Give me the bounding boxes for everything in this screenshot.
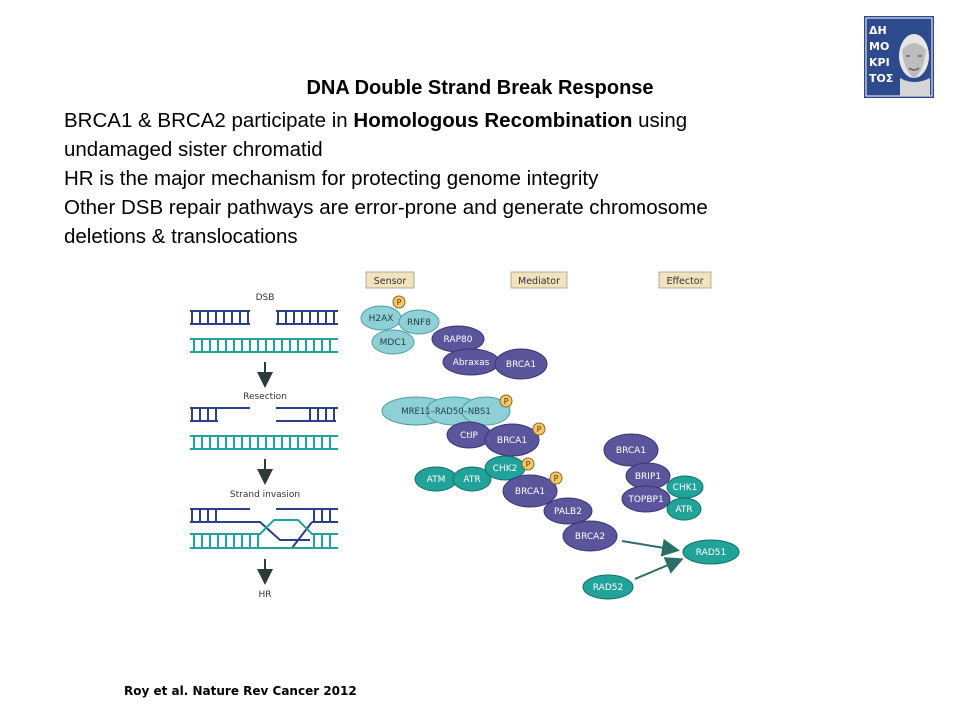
protein-palb2 — [543, 497, 593, 525]
header-mediator: Mediator — [518, 276, 560, 287]
step-label-hr: HR — [258, 590, 271, 600]
logo-letters-2: ΜΟ — [869, 40, 889, 53]
column-headers: Sensor Mediator Effector — [365, 271, 712, 289]
svg-text:CHK2: CHK2 — [493, 464, 518, 474]
svg-text:MRE11–RAD50–NBS1: MRE11–RAD50–NBS1 — [401, 407, 491, 417]
phospho-marker — [549, 471, 563, 485]
line1-pre: BRCA1 & BRCA2 participate in — [64, 109, 354, 132]
phospho-marker — [392, 295, 406, 309]
dna-repair-steps: DSB Resection Strand invasion — [190, 293, 338, 600]
svg-text:BRCA2: BRCA2 — [575, 532, 605, 542]
logo-letters-3: ΚΡΙ — [869, 56, 890, 69]
svg-text:BRIP1: BRIP1 — [635, 472, 661, 482]
svg-text:CtIP: CtIP — [460, 431, 478, 441]
protein-mdc1 — [371, 329, 415, 355]
citation: Roy et al. Nature Rev Cancer 2012 — [124, 684, 357, 698]
logo-letters-4: ΤΟΣ — [869, 72, 893, 85]
svg-text:P: P — [554, 474, 559, 483]
bullet-text: BRCA1 & BRCA2 participate in Homologous … — [64, 106, 864, 251]
phospho-marker — [532, 422, 546, 436]
svg-text:P: P — [504, 397, 509, 406]
protein-brca1-c — [502, 474, 558, 508]
svg-text:ATM: ATM — [427, 475, 446, 485]
protein-topbp1 — [621, 485, 671, 513]
svg-text:PALB2: PALB2 — [554, 507, 582, 517]
svg-text:P: P — [526, 460, 531, 469]
protein-rad51 — [682, 539, 740, 565]
svg-text:P: P — [537, 425, 542, 434]
protein-brca1-d — [603, 433, 659, 467]
protein-atr-b — [666, 497, 702, 521]
effector-header-box — [658, 271, 712, 289]
step-label-resection: Resection — [243, 392, 287, 402]
step-label-strand-invasion: Strand invasion — [230, 490, 300, 500]
header-sensor: Sensor — [374, 276, 407, 287]
svg-text:RAP80: RAP80 — [444, 335, 473, 345]
arrow-up-right-icon — [634, 557, 684, 580]
svg-text:BRCA1: BRCA1 — [497, 436, 527, 446]
svg-text:P: P — [397, 298, 402, 307]
svg-text:RAD52: RAD52 — [593, 583, 623, 593]
logo-letters-1: ΔΗ — [869, 24, 887, 37]
mediator-header-box — [510, 271, 568, 289]
line1-bold: Homologous Recombination — [353, 109, 633, 132]
svg-text:RNF8: RNF8 — [407, 318, 431, 328]
protein-rad52 — [582, 574, 634, 600]
dsb-pathway-figure: DSB Resection Strand invasion — [190, 271, 740, 600]
text-line-5: deletions & translocations — [64, 225, 298, 248]
sensor-header-box — [365, 271, 415, 289]
svg-text:BRCA1: BRCA1 — [616, 446, 646, 456]
svg-text:RAD51: RAD51 — [696, 548, 726, 558]
bust-portrait-icon — [899, 34, 930, 96]
arrow-right-icon — [621, 538, 680, 557]
svg-text:MDC1: MDC1 — [380, 338, 407, 348]
text-line-3: HR is the major mechanism for protecting… — [64, 167, 599, 190]
text-line-4: Other DSB repair pathways are error-pron… — [64, 196, 708, 219]
svg-text:ATR: ATR — [463, 475, 480, 485]
svg-text:CHK1: CHK1 — [673, 483, 698, 493]
protein-rnf8 — [398, 309, 440, 335]
text-line-2: undamaged sister chromatid — [64, 138, 323, 161]
svg-text:Abraxas: Abraxas — [453, 358, 490, 368]
protein-brca1-b — [484, 423, 540, 457]
step-label-dsb: DSB — [256, 293, 275, 303]
democritus-logo: ΔΗ ΜΟ ΚΡΙ ΤΟΣ — [864, 16, 934, 98]
line1-post: using — [632, 109, 688, 132]
phospho-marker — [521, 457, 535, 471]
protein-atr-a — [452, 466, 492, 492]
protein-brca1-a — [494, 348, 548, 380]
protein-brca2 — [562, 520, 618, 552]
svg-text:H2AX: H2AX — [369, 314, 394, 324]
svg-text:BRCA1: BRCA1 — [506, 360, 536, 370]
slide-title: DNA Double Strand Break Response — [306, 77, 654, 99]
svg-text:ATR: ATR — [675, 505, 692, 515]
text-line-1: BRCA1 & BRCA2 participate in Homologous … — [64, 106, 864, 135]
protein-nbs1 — [461, 396, 511, 426]
header-effector: Effector — [666, 276, 703, 287]
svg-text:BRCA1: BRCA1 — [515, 487, 545, 497]
svg-text:TOPBP1: TOPBP1 — [627, 495, 663, 505]
protein-network: H2AX RNF8 MDC1 P RAP80 Abraxas BRCA1 MRE… — [360, 295, 740, 600]
phospho-marker — [499, 394, 513, 408]
